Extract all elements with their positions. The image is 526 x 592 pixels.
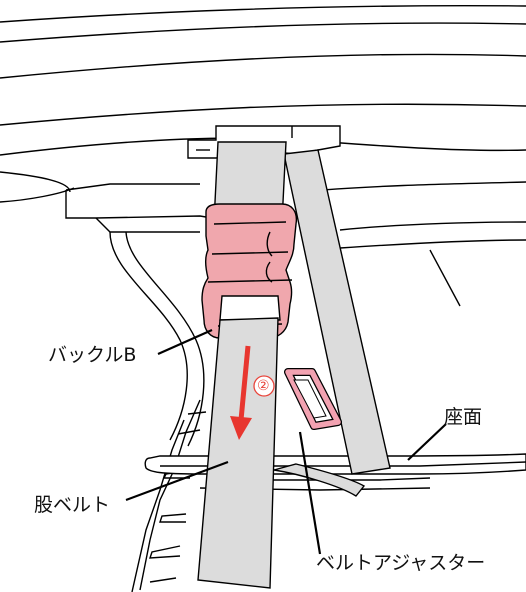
step-circle-icon [253, 375, 275, 397]
crotch-belt [197, 317, 279, 589]
label-belt-adjuster: ベルトアジャスター [316, 552, 486, 574]
leader-lines [125, 328, 447, 555]
rear-belt [273, 149, 391, 497]
label-crotch-belt: 股ベルト [34, 494, 111, 516]
step-number: ② [257, 378, 270, 394]
buckle-b [201, 203, 298, 339]
belt-adjuster [284, 368, 342, 430]
leader-belt-adjuster [298, 431, 322, 555]
label-seat-surface: 座面 [444, 406, 483, 428]
leader-crotch-belt [125, 460, 229, 502]
label-buckle-b: バックルB [48, 344, 137, 366]
leader-buckle-b [157, 328, 213, 356]
leader-seat-surface [407, 423, 447, 461]
down-arrow-icon [230, 345, 252, 440]
